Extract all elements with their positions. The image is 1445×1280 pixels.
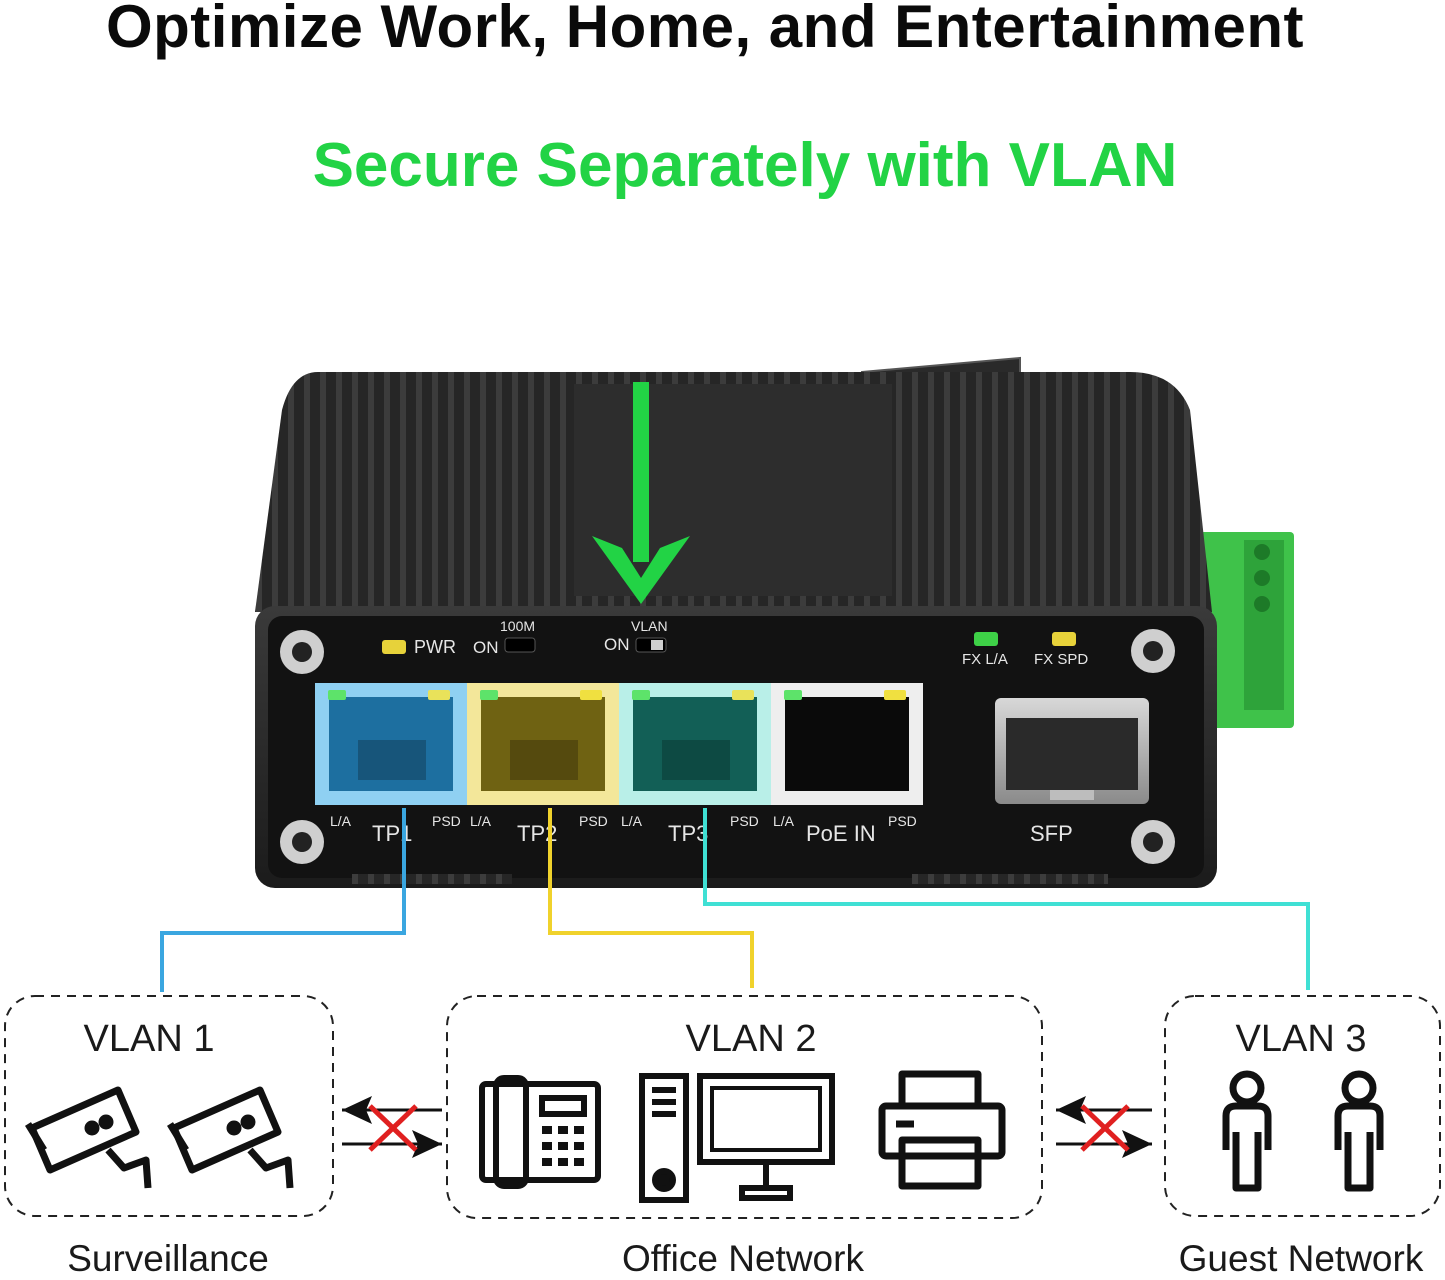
dip-switch-100m[interactable] — [504, 637, 536, 653]
person-icon — [1222, 1070, 1272, 1192]
pwr-led — [382, 640, 406, 654]
vlan2-label: VLAN 2 — [685, 1018, 817, 1060]
tp3-label: TP3 — [668, 821, 708, 846]
poe-psd-label: PSD — [888, 813, 917, 829]
tp2-la-label: L/A — [470, 813, 492, 829]
down-arrow-icon — [592, 382, 690, 604]
desktop-computer-icon — [639, 1073, 835, 1203]
port-tp2[interactable] — [467, 683, 619, 805]
vlan3-link-line — [703, 808, 1310, 990]
port-tp1[interactable] — [315, 683, 467, 805]
printer-icon — [878, 1070, 1006, 1190]
tp3-psd-label: PSD — [730, 813, 759, 829]
poe-la-label: L/A — [773, 813, 795, 829]
desk-phone-icon — [479, 1075, 601, 1189]
cctv-camera-icon — [25, 1086, 152, 1189]
screw-icon — [280, 629, 1175, 864]
on-label-1: ON — [473, 638, 499, 657]
vlan2-box — [446, 995, 1043, 1219]
vlan2-link-line — [548, 808, 754, 988]
vlan1-box — [4, 995, 334, 1217]
tp1-psd-label: PSD — [432, 813, 461, 829]
vlan1-link-line — [160, 808, 406, 992]
tp2-psd-label: PSD — [579, 813, 608, 829]
tp1-la-label: L/A — [330, 813, 352, 829]
surveillance-caption: Surveillance — [67, 1238, 269, 1279]
fx-la-label: FX L/A — [962, 651, 1008, 668]
office-network-caption: Office Network — [622, 1238, 864, 1279]
vlan1-label: VLAN 1 — [83, 1018, 215, 1060]
page-title: Optimize Work, Home, and Entertainment — [105, 0, 1305, 60]
fx-spd-led — [1052, 632, 1076, 646]
tp3-la-label: L/A — [621, 813, 643, 829]
tp1-label: TP1 — [372, 821, 412, 846]
vlan3-box — [1164, 995, 1441, 1217]
pwr-label: PWR — [414, 637, 456, 657]
poe-in-label: PoE IN — [806, 821, 876, 846]
blocked-arrows-icon — [342, 1096, 442, 1158]
fx-spd-label: FX SPD — [1034, 651, 1088, 668]
sfp-label: SFP — [1030, 821, 1073, 846]
blocked-arrows-icon — [1056, 1096, 1152, 1158]
dip-label-vlan: VLAN — [631, 618, 668, 634]
fx-la-led — [974, 632, 998, 646]
cctv-camera-icon — [167, 1086, 294, 1189]
on-label-2: ON — [604, 635, 630, 654]
dip-label-100m: 100M — [500, 618, 535, 634]
port-tp3[interactable] — [619, 683, 771, 805]
person-icon — [1334, 1070, 1384, 1192]
sfp-port[interactable] — [995, 698, 1149, 804]
terminal-block — [1200, 532, 1294, 728]
guest-network-caption: Guest Network — [1178, 1238, 1424, 1279]
port-poe-in[interactable] — [771, 683, 923, 805]
vlan3-label: VLAN 3 — [1235, 1018, 1367, 1060]
network-switch: PWR ON 100M ON VLAN FX L/A FX SPD — [255, 356, 1294, 888]
page-subtitle: Secure Separately with VLAN — [312, 131, 1178, 200]
